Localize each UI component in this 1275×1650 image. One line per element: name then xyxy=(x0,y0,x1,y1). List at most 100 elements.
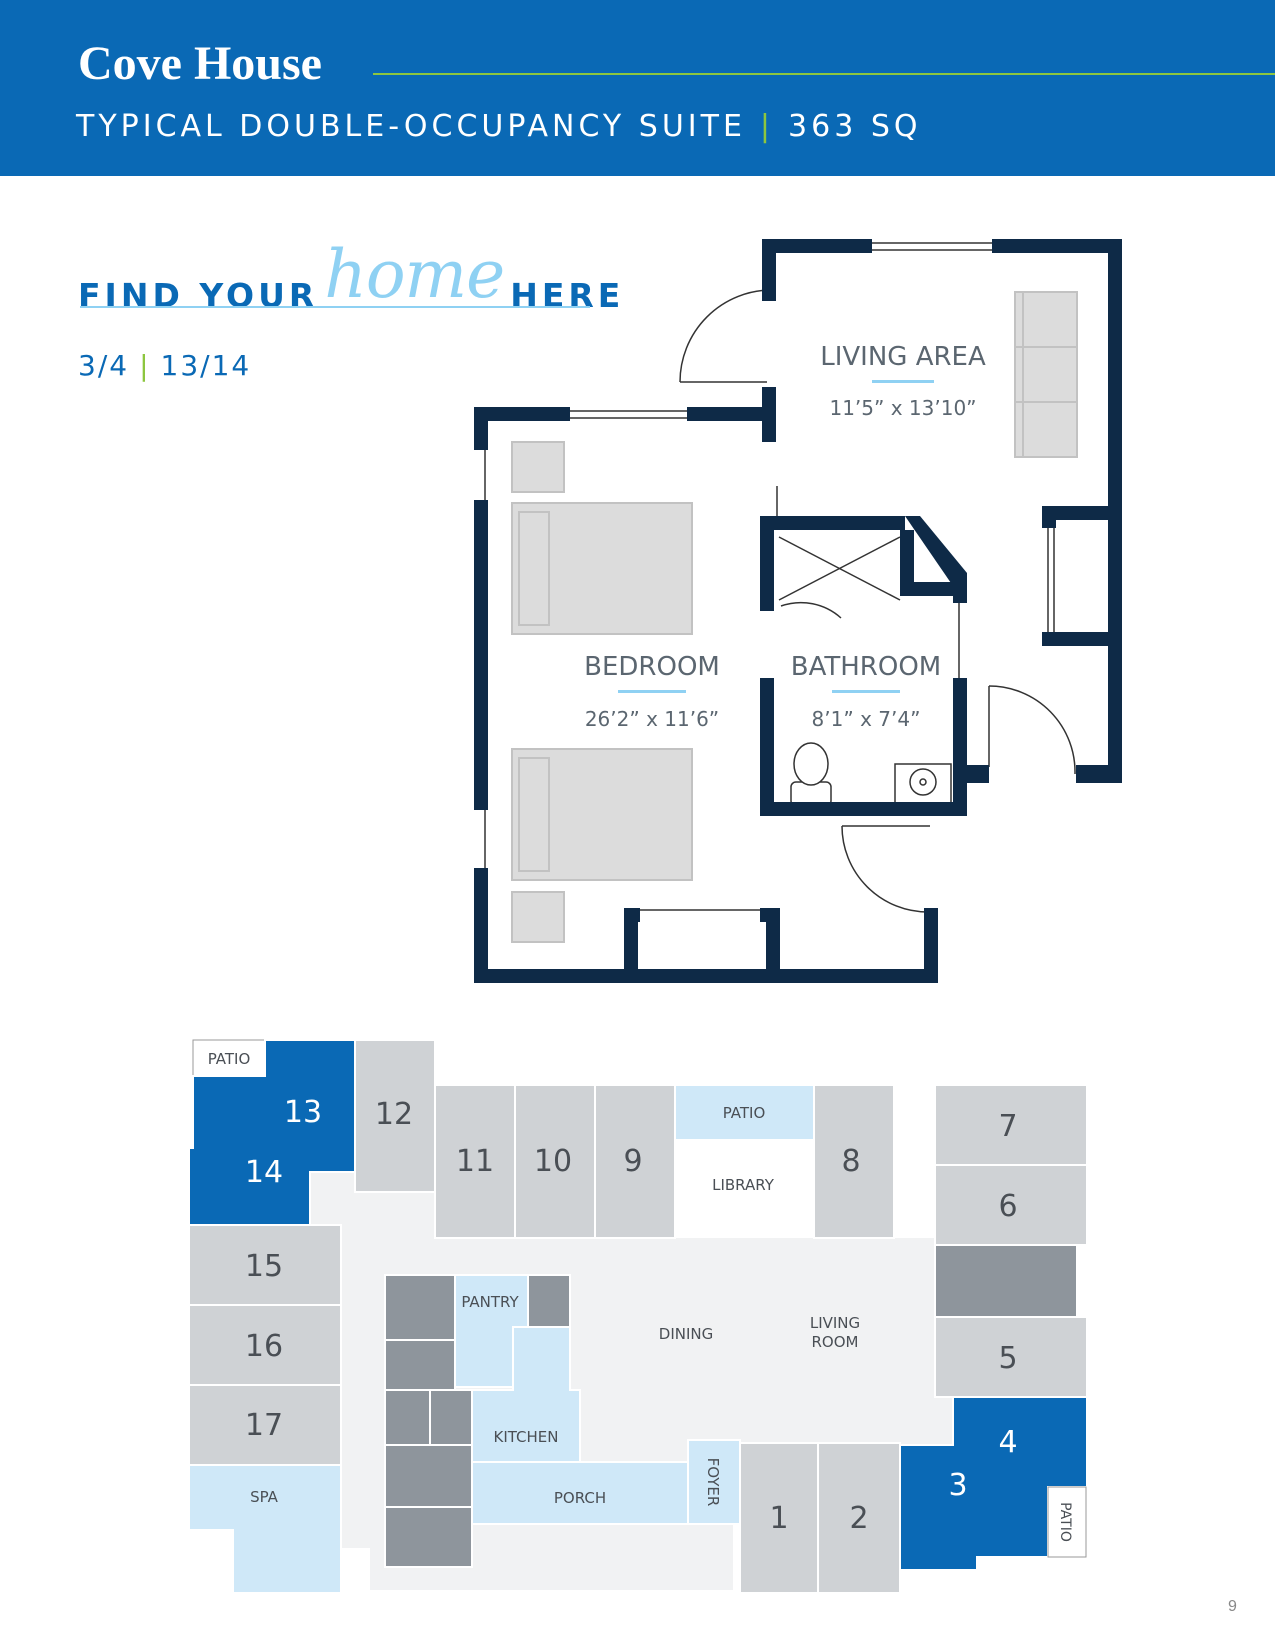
room-labels: LIVING AREA 11’5” x 13’10” BEDROOM 26’2”… xyxy=(584,342,986,731)
bed-bottom-pillow xyxy=(518,757,550,872)
nightstand-bottom xyxy=(511,891,565,943)
suite-area: 363 SQ xyxy=(788,109,922,144)
service-pantry-right xyxy=(527,1274,571,1328)
patio-top-label: PATIO xyxy=(723,1104,766,1122)
porch-label: PORCH xyxy=(554,1489,606,1507)
bathroom-label: BATHROOM xyxy=(791,652,941,682)
unit-4-label: 4 xyxy=(998,1425,1017,1460)
unit-6-label: 6 xyxy=(998,1189,1017,1224)
unit-8-label: 8 xyxy=(841,1144,860,1179)
patio-right xyxy=(1047,1486,1087,1558)
service-left-c xyxy=(384,1389,431,1446)
unit-11-label: 11 xyxy=(456,1144,494,1179)
patio-top-left-label: PATIO xyxy=(208,1050,251,1068)
entry-door-swing xyxy=(679,289,773,383)
suite-floorplan: LIVING AREA 11’5” x 13’10” BEDROOM 26’2”… xyxy=(474,239,1122,983)
unit-3-label: 3 xyxy=(948,1468,967,1503)
page-title: Cove House xyxy=(78,37,322,90)
unit-1-label: 1 xyxy=(769,1501,788,1536)
page-number: 9 xyxy=(1228,1598,1237,1615)
unit-17-label: 17 xyxy=(245,1408,283,1443)
unit-5 xyxy=(934,1316,1088,1398)
unit-17 xyxy=(188,1384,342,1466)
bed-top xyxy=(511,502,693,635)
suite-type: TYPICAL DOUBLE-OCCUPANCY SUITE xyxy=(76,109,746,144)
bedroom-underline xyxy=(618,690,686,693)
unit-11 xyxy=(434,1084,516,1239)
toilet-bowl xyxy=(793,742,829,786)
foyer-label: FOYER xyxy=(704,1458,722,1507)
unit-7-label: 7 xyxy=(998,1109,1017,1144)
service-right xyxy=(934,1244,1078,1318)
library-label: LIBRARY xyxy=(712,1176,775,1194)
unit-12-label: 12 xyxy=(375,1097,413,1132)
unit-8 xyxy=(813,1084,895,1239)
amenity-labels: PATIO PATIO LIBRARY DINING LIVING ROOM P… xyxy=(208,1050,1073,1542)
unit-2-label: 2 xyxy=(849,1501,868,1536)
unit-3-4 xyxy=(899,1396,1088,1571)
living-area-underline xyxy=(872,380,934,383)
service-left-e xyxy=(384,1444,473,1508)
subtitle-separator: | xyxy=(759,109,775,144)
patio-right-label: PATIO xyxy=(1057,1502,1073,1542)
unit-6 xyxy=(934,1164,1088,1246)
nightstand-top xyxy=(511,441,565,493)
title-rule xyxy=(373,73,1275,75)
service-left-b xyxy=(384,1339,456,1391)
lower-door-swing xyxy=(841,825,929,913)
unit-13-label: 13 xyxy=(284,1095,322,1130)
unit-9 xyxy=(594,1084,676,1239)
porch xyxy=(471,1461,689,1525)
service-left-d xyxy=(429,1389,473,1446)
living-room-label-1: LIVING xyxy=(810,1314,860,1332)
unit-10 xyxy=(514,1084,596,1239)
bed-bottom xyxy=(511,748,693,881)
dining-label: DINING xyxy=(659,1325,713,1343)
service-left-a xyxy=(384,1274,456,1341)
spa xyxy=(188,1464,342,1594)
walls xyxy=(474,239,1122,983)
header-banner: Cove House TYPICAL DOUBLE-OCCUPANCY SUIT… xyxy=(0,0,1275,176)
suite-subtitle: TYPICAL DOUBLE-OCCUPANCY SUITE | 363 SQ xyxy=(76,112,921,142)
unit-15 xyxy=(188,1224,342,1306)
bathroom-fixtures xyxy=(790,742,952,807)
foyer xyxy=(687,1439,741,1525)
shower-x xyxy=(778,536,901,601)
living-room-label-2: ROOM xyxy=(812,1333,859,1351)
living-door-swing xyxy=(988,685,1076,775)
unit-5-label: 5 xyxy=(998,1341,1017,1376)
bed-top-pillow xyxy=(518,511,550,626)
site-plan: 1 2 3 4 5 6 7 8 9 10 11 12 13 14 15 16 1… xyxy=(188,1039,1088,1594)
tagline-home: home xyxy=(324,236,505,313)
unit-12 xyxy=(354,1039,436,1193)
unit-2 xyxy=(817,1442,901,1594)
unit-numbers: 1 2 3 4 5 6 7 8 9 10 11 12 13 14 15 16 1… xyxy=(245,1095,1018,1536)
windows xyxy=(570,242,1055,911)
bedroom-label: BEDROOM xyxy=(584,652,720,682)
unit-pair-second: 13/14 xyxy=(160,349,252,382)
bathroom-underline xyxy=(832,690,900,693)
bathroom-dims: 8’1” x 7’4” xyxy=(812,707,921,731)
service-left-f xyxy=(384,1506,473,1568)
unit-numbers: 3/4 | 13/14 xyxy=(78,352,251,380)
furniture xyxy=(511,291,1078,943)
bedroom-dims: 26’2” x 11’6” xyxy=(585,707,719,731)
patio-top-left xyxy=(192,1039,266,1077)
kitchen-label: KITCHEN xyxy=(494,1428,559,1446)
pantry-label: PANTRY xyxy=(461,1293,519,1311)
sofa xyxy=(1014,291,1078,458)
living-area-label: LIVING AREA xyxy=(820,342,986,372)
bath-door-swing xyxy=(780,601,842,619)
unit-pair-first: 3/4 xyxy=(78,349,130,382)
unit-10-label: 10 xyxy=(534,1144,572,1179)
spa-label: SPA xyxy=(250,1488,279,1506)
unit-separator: | xyxy=(139,349,151,382)
unit-16-label: 16 xyxy=(245,1329,283,1364)
living-area-dims: 11’5” x 13’10” xyxy=(829,396,976,420)
unit-7 xyxy=(934,1084,1088,1166)
tagline-rule xyxy=(80,306,590,308)
unit-9-label: 9 xyxy=(623,1144,642,1179)
unit-15-label: 15 xyxy=(245,1249,283,1284)
unit-14-label: 14 xyxy=(245,1155,283,1190)
door-swings xyxy=(484,289,1076,913)
